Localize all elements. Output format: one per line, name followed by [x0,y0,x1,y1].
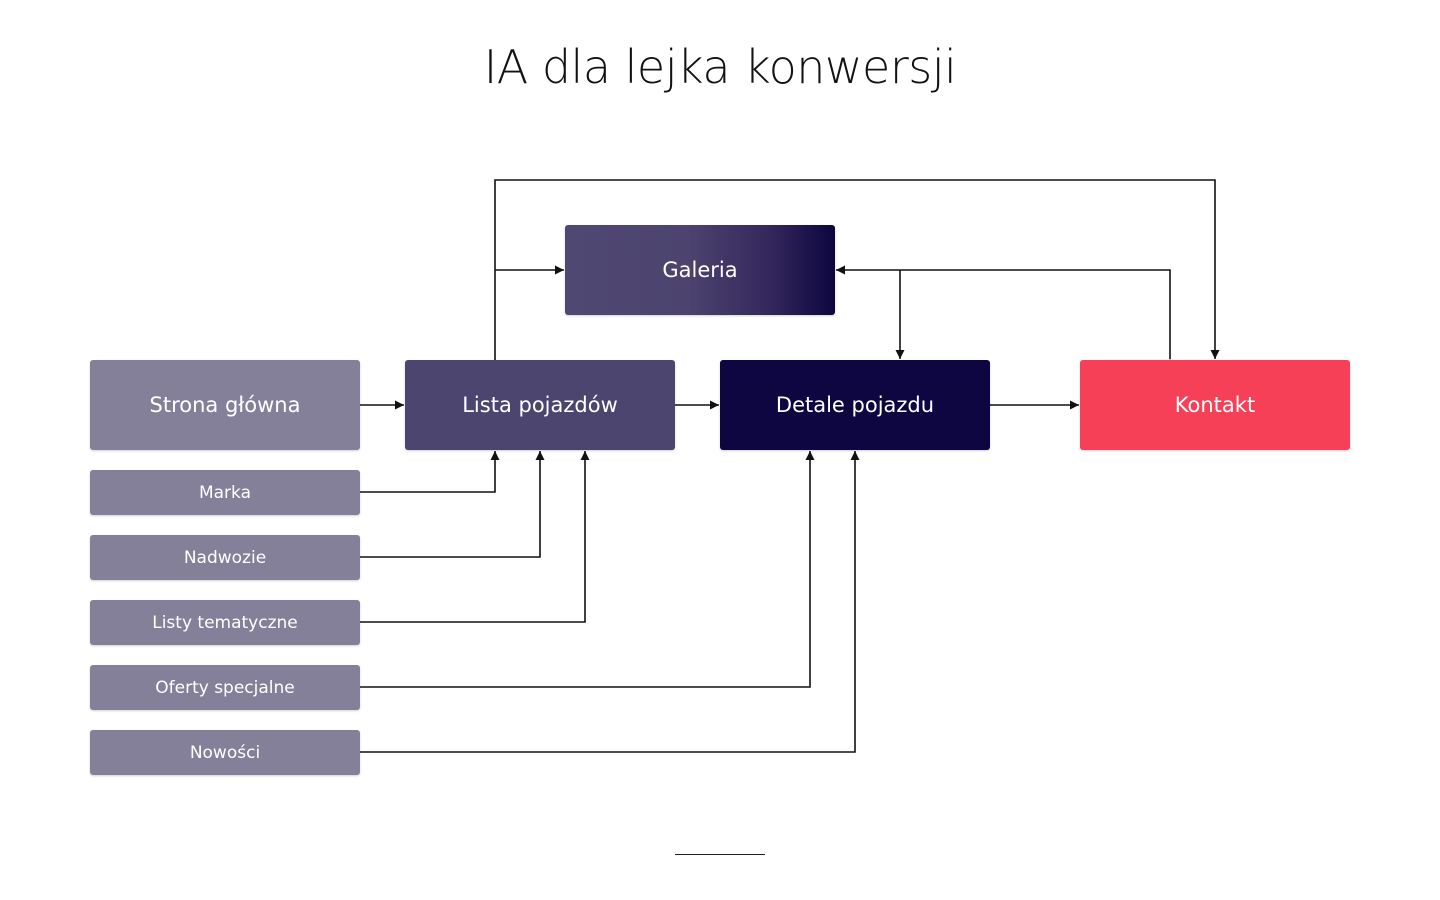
edge-oferty-detale [360,451,815,688]
node-label: Listy tematyczne [152,612,298,633]
edge-nadwozie-lista [360,451,545,558]
node-label: Lista pojazdów [462,393,618,417]
edge-nowosci-detale [360,451,860,753]
node-label: Oferty specjalne [155,677,295,698]
node-label: Nowości [189,742,261,763]
node-lista-pojazdow: Lista pojazdów [405,360,675,450]
node-listy-tematyczne: Listy tematyczne [90,600,360,645]
node-label: Galeria [662,258,738,282]
node-nadwozie: Nadwozie [90,535,360,580]
footer-divider [675,854,765,855]
node-strona-glowna: Strona główna [90,360,360,450]
node-oferty-specjalne: Oferty specjalne [90,665,360,710]
node-label: Kontakt [1174,393,1256,417]
node-label: Detale pojazdu [775,393,935,417]
node-label: Nadwozie [183,547,267,568]
node-label: Strona główna [149,393,301,417]
edge-marka-lista [360,451,500,493]
edge-listy-lista [360,451,590,623]
node-galeria: Galeria [565,225,835,315]
page-title: IA dla lejka konwersji [483,40,957,94]
node-detale-pojazdu: Detale pojazdu [720,360,990,450]
node-nowosci: Nowości [90,730,360,775]
node-marka: Marka [90,470,360,515]
node-label: Marka [198,482,252,503]
node-kontakt: Kontakt [1080,360,1350,450]
edge-kontakt-galeria [836,265,1175,368]
